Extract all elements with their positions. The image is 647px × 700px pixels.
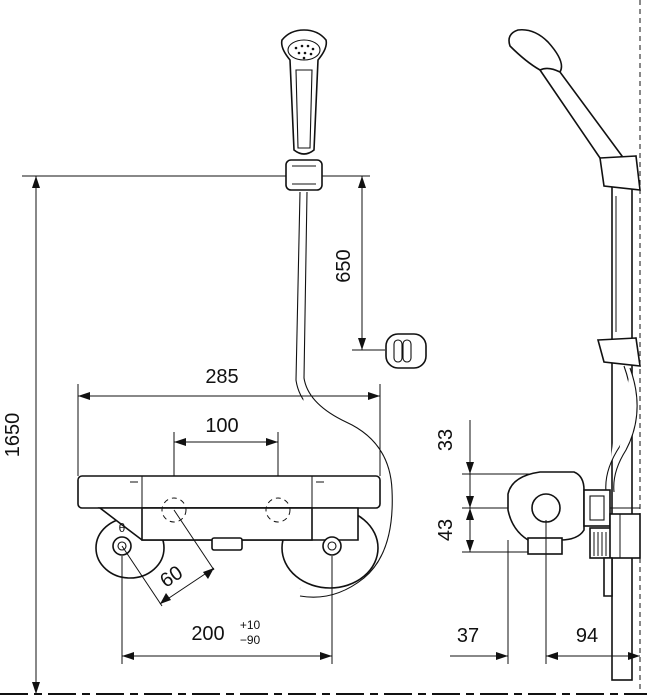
slide-holder-front (385, 333, 427, 369)
dim-650-label: 650 (333, 249, 355, 282)
dim-inner-spacing: 100 (173, 415, 279, 478)
dim-200-tolerance-minus: −90 (240, 633, 261, 647)
dim-1650-label: 1650 (2, 413, 24, 458)
dim-200-tolerance-plus: +10 (240, 618, 261, 632)
shower-hose-side (605, 365, 638, 493)
dim-body-width: 285 (77, 366, 381, 476)
shower-head-side (508, 28, 624, 162)
dim-43-label: 43 (435, 519, 457, 541)
dim-33-label: 33 (435, 429, 457, 451)
svg-text:θ: θ (119, 521, 126, 535)
dim-37-label: 37 (457, 625, 479, 647)
dim-100-label: 100 (205, 415, 238, 437)
mixer-body-front: θ (77, 475, 381, 589)
dim-depths: 37 94 (450, 520, 640, 664)
shower-head-front (280, 29, 328, 155)
shower-holder-front (285, 159, 323, 191)
dim-200-label: 200 (191, 623, 224, 645)
dim-285-label: 285 (205, 366, 238, 388)
dim-60-label: 60 (156, 562, 187, 593)
dim-bar-to-holder: 650 (333, 176, 385, 351)
mixer-body-side (507, 471, 641, 597)
dim-mount-spacing: 200 +10 −90 (121, 556, 333, 664)
dim-94-label: 94 (576, 625, 598, 647)
